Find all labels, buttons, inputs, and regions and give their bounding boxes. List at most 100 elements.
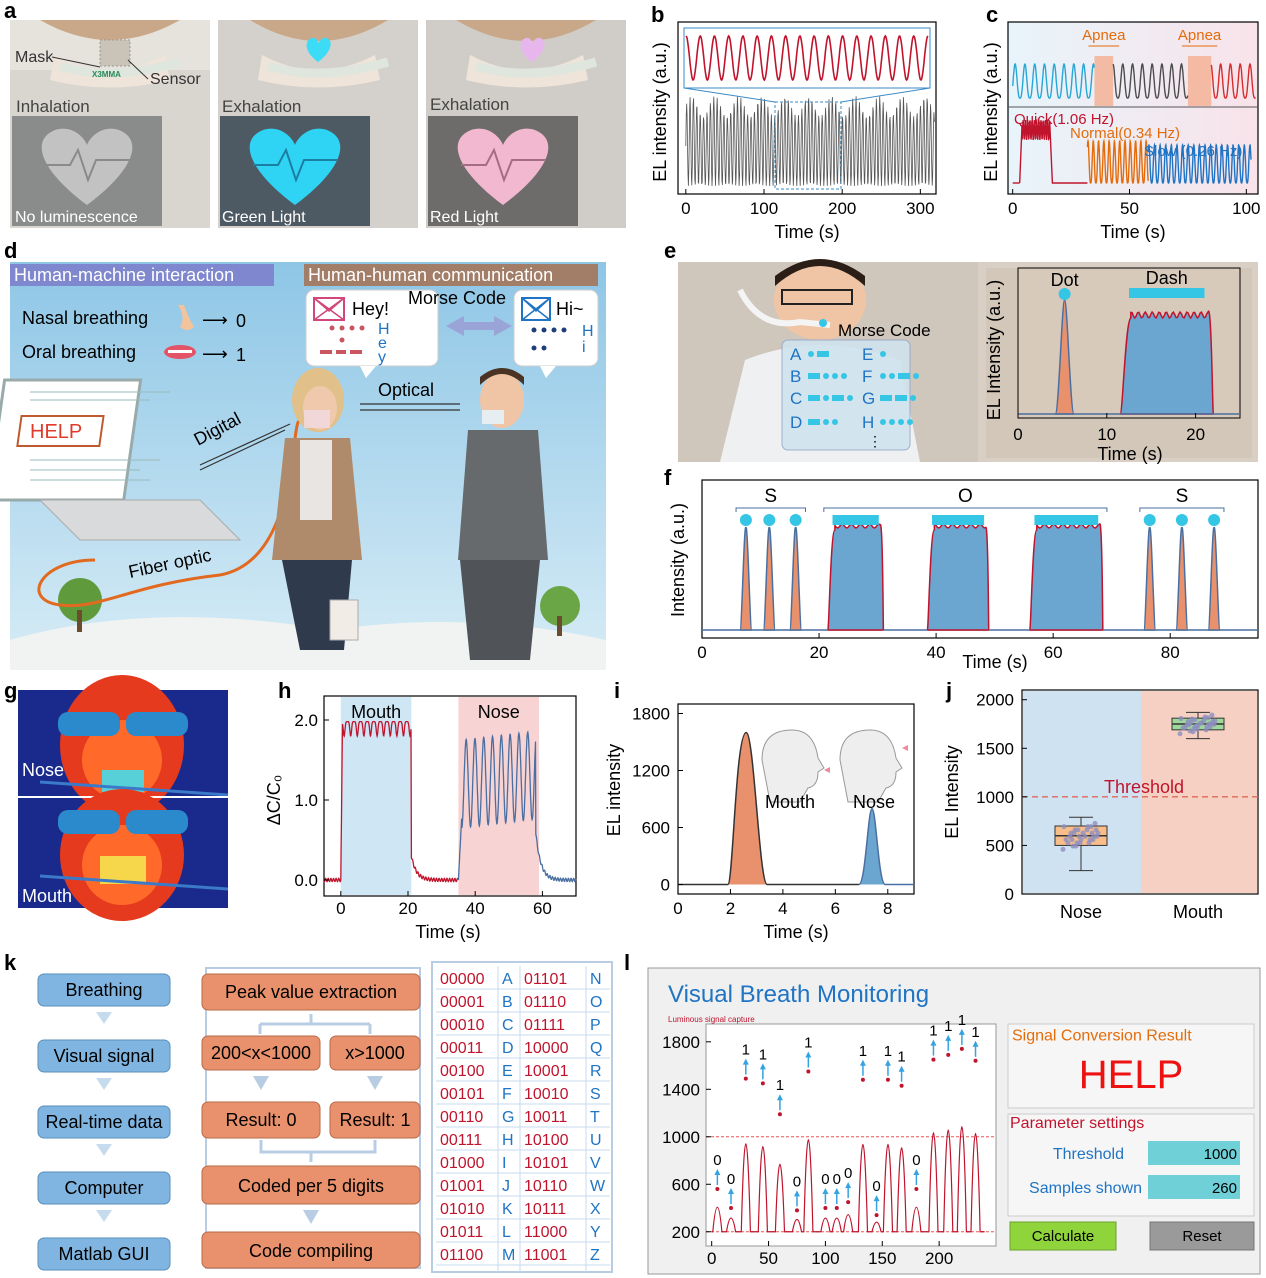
- peak-bit: 1: [859, 1043, 867, 1060]
- flow-arrow: [96, 1078, 112, 1090]
- morse-dot: [832, 419, 838, 425]
- data-point: [1060, 846, 1066, 852]
- table-cell: W: [590, 1178, 606, 1195]
- mouth-label: Mouth: [22, 886, 72, 906]
- peak-point: [959, 1046, 964, 1051]
- hey-letter-h: H: [378, 321, 390, 338]
- peak-bit: 1: [742, 1042, 750, 1059]
- table-cell: 00110: [440, 1109, 483, 1126]
- panel-letter-j: j: [945, 678, 952, 703]
- series-labels: Quick(1.06 Hz)Normal(0.34 Hz)Slow (0.26 …: [1014, 111, 1242, 160]
- table-cell: 00101: [440, 1086, 485, 1103]
- morse-letter: A: [790, 345, 802, 364]
- table-cell: 01001: [440, 1178, 485, 1195]
- digital-arrows: [199, 423, 291, 471]
- peak-point: [806, 1069, 811, 1074]
- panel-letter-a: a: [4, 0, 17, 23]
- tick-label: 0: [697, 643, 706, 662]
- oral-arrow: ⟶: [202, 344, 228, 364]
- peak-bit: 0: [833, 1171, 841, 1188]
- region-label: Mouth: [351, 702, 401, 722]
- nose-line: [858, 807, 914, 886]
- tick-label: 600: [642, 819, 670, 838]
- tick-label: 200: [925, 1249, 953, 1268]
- peak-bit: 0: [821, 1171, 829, 1188]
- caption-label: Green Light: [222, 209, 306, 226]
- table-cell: Q: [590, 1040, 602, 1057]
- threshold-value: 1000: [1204, 1146, 1237, 1163]
- sensor-label: Sensor: [150, 71, 201, 88]
- nose-bg: [1023, 691, 1141, 893]
- peak-point: [743, 1076, 748, 1081]
- tick-label: 0: [1005, 885, 1014, 904]
- state-label: Exhalation: [430, 95, 509, 114]
- table-cell: J: [502, 1178, 510, 1195]
- thermal-mouth-image: [39, 789, 229, 921]
- peak-point: [760, 1081, 765, 1086]
- morse-dot: [832, 373, 838, 379]
- calculate-button[interactable]: [1009, 1221, 1117, 1251]
- hey-text: Hey!: [352, 299, 389, 319]
- glow-heart-icon: [520, 37, 545, 62]
- hi-letter-h: H: [582, 323, 594, 340]
- nose-line: [457, 730, 577, 883]
- laptop-keyboard: [38, 499, 242, 541]
- flow-arrow: [96, 1210, 112, 1222]
- peak-arrowhead: [833, 1188, 840, 1195]
- peak-arrowhead: [742, 1058, 749, 1065]
- y-axis-label: EL Intensity (a.u.): [984, 280, 1004, 420]
- peak-arrowhead: [945, 1034, 952, 1041]
- panel-g-thermal: Nose Mouth: [18, 675, 229, 921]
- reset-button[interactable]: [1149, 1221, 1255, 1251]
- panel-letter-h: h: [278, 678, 291, 703]
- tick-label: 60: [1044, 643, 1063, 662]
- heart-icon: [249, 128, 341, 205]
- result-value: HELP: [1079, 1053, 1184, 1097]
- dot-marker: [1058, 288, 1071, 300]
- peak-point: [885, 1077, 890, 1082]
- data-point: [1093, 827, 1099, 833]
- samples-input[interactable]: [1148, 1175, 1240, 1199]
- table-cell: 10001: [524, 1063, 569, 1080]
- data-point: [1076, 833, 1082, 839]
- flow-box: [37, 1171, 171, 1205]
- morse-dot: [913, 373, 919, 379]
- calculate-label: Calculate: [1032, 1228, 1095, 1245]
- table-cell: 00111: [440, 1132, 482, 1149]
- table-cell: 01100: [440, 1247, 483, 1264]
- data-point: [1061, 824, 1067, 830]
- dot-label: Dot: [1051, 270, 1079, 290]
- state-label: Inhalation: [16, 97, 90, 116]
- tick-label: 20: [810, 643, 829, 662]
- morse-more: ⋮: [868, 433, 882, 449]
- tick-label: 1400: [662, 1080, 700, 1099]
- tick-label: 0: [673, 899, 682, 918]
- data-point: [1068, 830, 1074, 836]
- peak-arrowhead: [714, 1169, 721, 1176]
- photo-red-light: Exhalation Red Light: [426, 20, 626, 228]
- sensor-text: X3MMA: [92, 70, 121, 79]
- nose-area: [858, 808, 886, 885]
- y-axis-label: EL intensity (a.u.): [981, 42, 1001, 181]
- peak-arrowhead: [958, 1028, 965, 1035]
- peak-point: [860, 1077, 865, 1082]
- table-cell: G: [502, 1109, 514, 1126]
- breath-line: [1112, 62, 1189, 99]
- category-label: Nose: [1060, 902, 1102, 922]
- panel-letter-c: c: [986, 2, 998, 27]
- threshold-input[interactable]: [1148, 1141, 1240, 1165]
- dash-pulse: [827, 523, 885, 631]
- flow-box: [37, 1105, 171, 1139]
- dot-marker: [1175, 514, 1188, 526]
- result1-label: Result: 1: [339, 1110, 410, 1130]
- tick-label: 100: [750, 199, 778, 218]
- data-point: [1209, 712, 1215, 718]
- glow-heart-icon: [306, 37, 331, 62]
- flow-arrow: [96, 1012, 112, 1024]
- morse-dot: [910, 395, 916, 401]
- peak-bit: 0: [844, 1165, 852, 1182]
